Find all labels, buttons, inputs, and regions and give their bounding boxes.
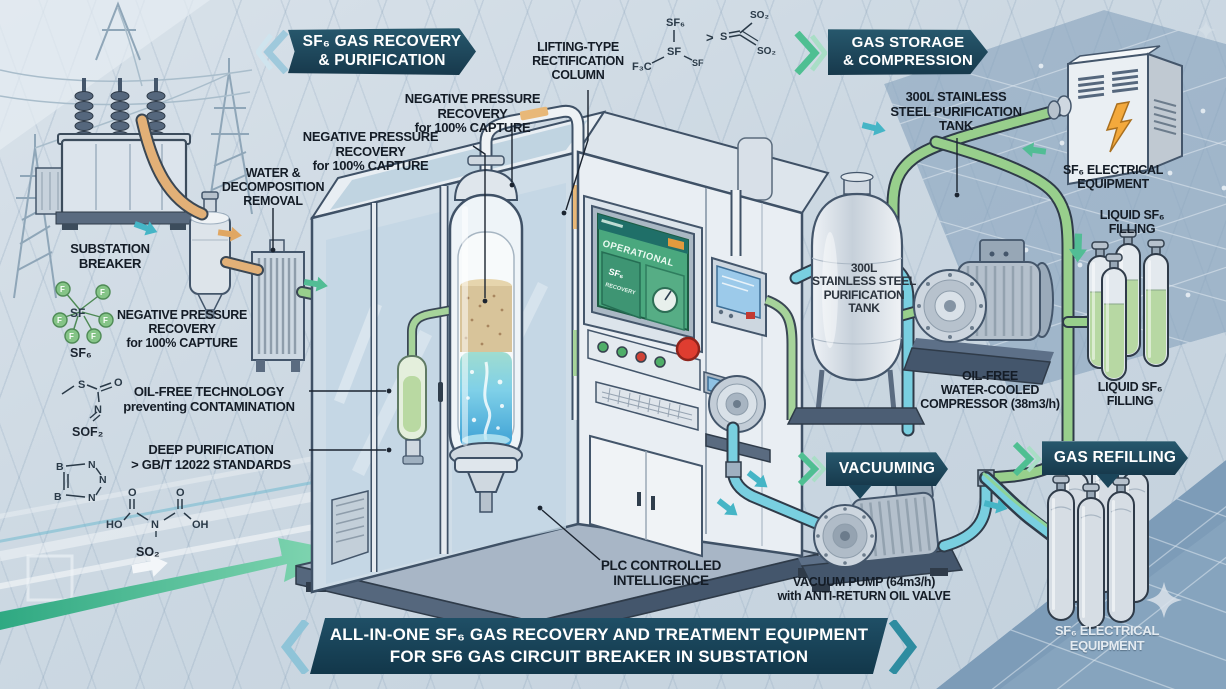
transmission-towers	[0, 1, 253, 299]
chem-text: SO₂	[757, 46, 776, 57]
recovery-vessel	[189, 191, 231, 319]
panel-button-green	[597, 341, 609, 353]
machine-right-module	[705, 190, 798, 463]
chem-label-so2: SO₂	[136, 545, 160, 559]
pipe-green-to-tank	[888, 103, 1071, 245]
chem-text: SO₂	[750, 10, 769, 21]
panel-button-green	[654, 356, 666, 368]
emergency-stop-button	[675, 336, 701, 362]
bushings	[74, 78, 166, 141]
chem-text: N	[151, 519, 159, 531]
sof2-structure: S O N SOF₂	[61, 377, 123, 439]
console-keyboard	[595, 381, 699, 431]
flow-arrow-large	[0, 538, 348, 630]
chem-text: N	[99, 474, 107, 486]
fluorine-atoms: F F F F F F	[52, 281, 114, 344]
pipe-cyan-after-pump	[939, 473, 991, 551]
chem-text: N	[88, 492, 96, 504]
chem-text: N	[88, 459, 96, 471]
svg-text:F: F	[60, 285, 65, 294]
tank-body	[810, 192, 904, 382]
chem-label-sof2: SOF₂	[72, 425, 103, 439]
after-pump-pipes	[937, 469, 1081, 559]
recovery-machine: OPERATIONAL SF₆ RECOVERY	[309, 104, 830, 594]
chem-text: >	[706, 30, 714, 45]
svg-text:F: F	[100, 288, 105, 297]
panel-button-green	[616, 346, 628, 358]
screen-panel-sf6: SF₆	[607, 266, 625, 280]
small-green-vessel	[397, 305, 453, 465]
chem-label-sf6: SF₆	[70, 346, 92, 360]
chem-text: O	[128, 487, 137, 499]
carbamate-structure: O O HO N OH SO₂	[106, 487, 209, 559]
chem-text: O	[114, 377, 123, 389]
sparkles	[1146, 20, 1216, 618]
chem-text: SF	[692, 58, 704, 68]
door-handle	[438, 382, 443, 402]
panel-button-red	[635, 351, 647, 363]
top-reaction-formula: SF₆ SF F₃C SF > S SO₂ SO₂	[632, 10, 776, 73]
chem-text: B	[54, 491, 62, 503]
sf6-molecule: SF F F F F F F SF₆	[52, 281, 114, 360]
module-blue-screen	[716, 264, 761, 319]
chem-text: OH	[192, 519, 209, 531]
vent-slots	[1077, 68, 1139, 99]
arrow-teal	[860, 117, 888, 139]
pipe-elbow-fitting	[725, 461, 742, 478]
compressor	[902, 239, 1054, 385]
machine-roof-opening	[330, 120, 588, 210]
chem-text: HO	[106, 519, 123, 531]
chem-text: SF	[70, 306, 85, 320]
sf6-electrical-equipment-box	[1047, 45, 1183, 186]
pipe-to-refill-cylinders	[981, 473, 1079, 557]
screen-badge	[668, 238, 684, 250]
purification-tank	[786, 171, 926, 425]
lightning-bolt-icon	[1105, 101, 1133, 153]
chem-text: SF	[667, 46, 681, 58]
svg-text:F: F	[57, 316, 62, 325]
leader-lines	[270, 90, 960, 561]
floor-square-outline	[26, 554, 74, 602]
refill-cylinders-gray	[1047, 447, 1149, 629]
chem-text: S	[720, 31, 727, 43]
svg-text:F: F	[91, 332, 96, 341]
chem-text: SF₆	[666, 17, 685, 29]
chem-text: B	[56, 461, 64, 473]
chem-text: F₃C	[632, 61, 652, 73]
chem-text: O	[176, 487, 185, 499]
vacuum-pump	[798, 464, 964, 592]
water-decomposition-filter	[251, 239, 305, 372]
pipe-orange	[137, 115, 207, 219]
chemistry-formulas: SF₆ SF F₃C SF > S SO₂ SO₂ SF F F F F F F	[52, 10, 776, 559]
rectification-column	[448, 104, 585, 513]
pipe-orange-segment	[519, 106, 549, 121]
control-console: OPERATIONAL SF₆ RECOVERY	[583, 194, 741, 558]
chem-text: S	[78, 379, 85, 391]
top-left-light-panel	[0, 0, 210, 150]
internal-cylinder	[737, 137, 773, 201]
svg-text:F: F	[103, 316, 108, 325]
svg-text:F: F	[69, 332, 74, 341]
chem-text: N	[94, 404, 102, 416]
ring-structure: B B N N N	[54, 459, 107, 504]
